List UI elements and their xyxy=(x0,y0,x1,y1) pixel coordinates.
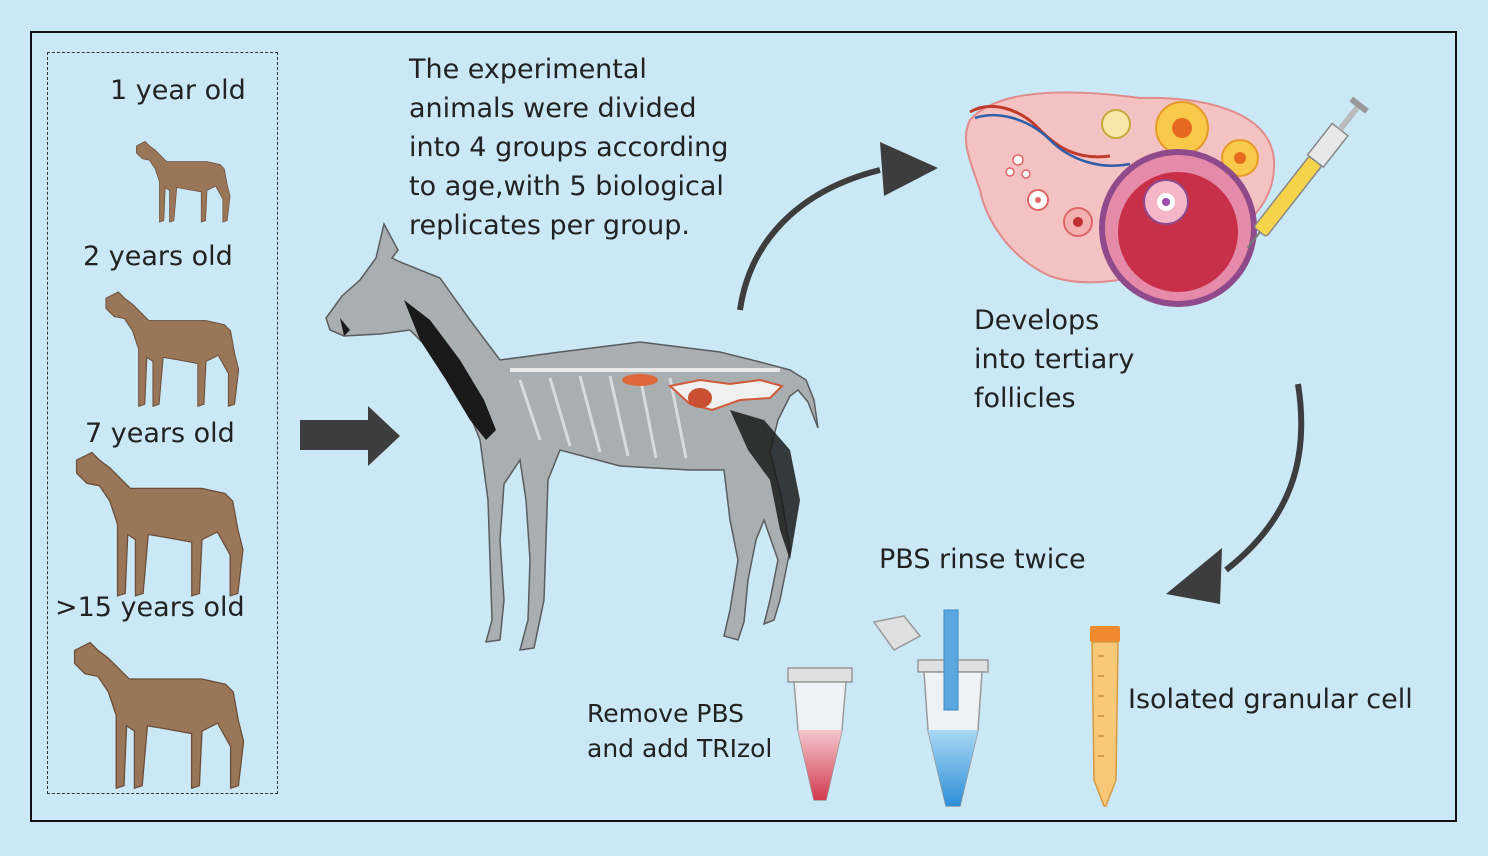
follicle-line: Develops xyxy=(974,305,1100,336)
horse-7-years-icon xyxy=(75,451,244,597)
centrifuge-tube-icon xyxy=(1090,626,1120,807)
curved-arrow-up-icon xyxy=(737,142,938,311)
age-label-15-years: >15 years old xyxy=(55,592,245,623)
remove-line: and add TRIzol xyxy=(587,734,773,763)
pbs-tube-icon xyxy=(872,609,989,807)
horse-15-years-icon xyxy=(73,641,245,790)
horse-2-years-icon xyxy=(105,291,240,407)
diagram-border xyxy=(30,31,1457,822)
remove-label: Remove PBS and add TRIzol xyxy=(587,696,772,766)
trizol-tube-icon xyxy=(787,667,853,801)
age-groups-box xyxy=(47,52,278,794)
follicle-line: follicles xyxy=(974,383,1076,414)
curved-arrow-down-icon xyxy=(1166,383,1305,604)
rinse-label: PBS rinse twice xyxy=(879,544,1086,575)
ovary-follicle-icon xyxy=(964,91,1276,307)
horse-1-year-icon xyxy=(136,141,231,223)
age-label-1-year: 1 year old xyxy=(110,75,246,106)
description-line: replicates per group. xyxy=(409,210,690,241)
remove-line: Remove PBS xyxy=(587,699,745,728)
age-label-7-years: 7 years old xyxy=(85,418,235,449)
isolate-label: Isolated granular cell xyxy=(1128,684,1413,715)
description-line: animals were divided xyxy=(409,93,697,124)
description-line: into 4 groups according xyxy=(409,132,729,163)
description-line: The experimental xyxy=(409,54,647,85)
follicle-line: into tertiary xyxy=(974,344,1135,375)
description-line: to age,with 5 biological xyxy=(409,171,724,202)
follicle-label: Develops into tertiary follicles xyxy=(974,301,1134,418)
anatomical-horse-icon xyxy=(325,221,819,651)
arrow-right-icon xyxy=(300,406,400,466)
syringe-icon xyxy=(1246,96,1369,249)
grouping-description: The experimental animals were divided in… xyxy=(409,50,769,245)
age-label-2-years: 2 years old xyxy=(83,241,233,272)
